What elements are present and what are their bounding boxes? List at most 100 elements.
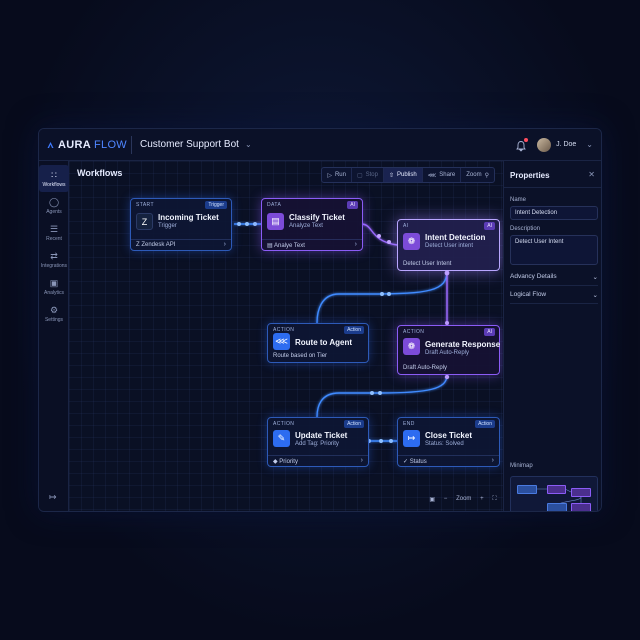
fullscreen-icon[interactable]: ⛶ <box>492 495 497 502</box>
chevron-right-icon: › <box>491 457 494 464</box>
share-icon: ⋘ <box>427 172 437 179</box>
run-button[interactable]: ▷Run <box>322 168 352 182</box>
wire-intent-route <box>316 270 448 324</box>
node-footer[interactable]: Draft Auto-Reply <box>398 363 499 374</box>
node-kind: AI <box>403 223 409 229</box>
node-badge: AI <box>347 201 358 209</box>
node-title: Generate Response <box>425 340 501 349</box>
wire-dot <box>253 222 257 226</box>
node-badge: Action <box>344 420 364 428</box>
chevron-down-icon[interactable]: ⌄ <box>244 140 252 149</box>
sidebar-item-analytics[interactable]: ▣ Analytics <box>39 273 69 300</box>
sidebar-item-label: Integrations <box>40 262 68 269</box>
user-name[interactable]: J. Doe <box>556 141 577 148</box>
aura-logo-icon <box>47 141 54 148</box>
minimap-label: Minimap <box>510 463 533 469</box>
sidebar-item-settings[interactable]: ⚙ Settings <box>39 300 69 327</box>
description-field[interactable]: Detect User Intent <box>510 235 598 265</box>
publish-button[interactable]: ⇧Publish <box>383 168 423 182</box>
sidebar-item-recent[interactable]: ☰ Recent <box>39 219 69 246</box>
chevron-down-icon: ⌄ <box>592 274 598 281</box>
zoom-out-button[interactable]: − <box>443 496 448 502</box>
sidebar-item-agents[interactable]: ◯ Agents <box>39 192 69 219</box>
minimap-node <box>517 485 537 494</box>
node-footer[interactable]: Detect User Intent <box>398 259 499 270</box>
node-intent-detection[interactable]: AI AI ❁ Intent Detection Detect User int… <box>397 219 500 271</box>
project-name[interactable]: Customer Support Bot <box>140 139 239 150</box>
workflow-canvas[interactable]: Workflows ▷Run ▢Stop ⇧Publish ⋘Share Zoo… <box>69 161 503 511</box>
node-incoming-ticket[interactable]: START Trigger Z Incoming Ticket Trigger … <box>130 198 232 251</box>
name-label: Name <box>510 197 527 203</box>
node-footer-label: ▤ Analye Text <box>267 242 305 249</box>
close-icon[interactable]: ✕ <box>588 170 595 179</box>
brand-name: AURA <box>58 138 92 151</box>
node-footer[interactable]: Z Zendesk API › <box>131 239 231 250</box>
node-kind: ACTION <box>273 421 295 427</box>
logical-flow-section[interactable]: Logical Flow ⌄ <box>510 291 598 299</box>
node-footer[interactable]: ✓ Status › <box>398 455 499 466</box>
wire-dot <box>245 222 249 226</box>
name-field[interactable]: Intent Detection <box>510 206 598 220</box>
chevron-down-icon: ⌄ <box>592 292 598 299</box>
sidebar-item-label: Agents <box>46 208 62 215</box>
node-kind: ACTION <box>403 329 425 335</box>
stop-label: Stop <box>365 172 378 178</box>
avatar[interactable] <box>537 137 552 152</box>
advanced-details-section[interactable]: Advancy Details ⌄ <box>510 273 598 281</box>
wire-dot <box>387 292 391 296</box>
wire-dot <box>379 439 383 443</box>
stop-button[interactable]: ▢Stop <box>352 168 384 182</box>
node-footer[interactable]: ◆ Priority › <box>268 455 368 466</box>
node-footer-label: Z Zendesk API <box>136 242 175 248</box>
node-footer-text: Analye Text <box>274 243 305 249</box>
person-icon: ◯ <box>49 196 60 207</box>
share-button[interactable]: ⋘Share <box>423 168 462 182</box>
wire-dot <box>389 439 393 443</box>
node-update-ticket[interactable]: ACTION Action ✎ Update Ticket Add Tag: P… <box>267 417 369 467</box>
node-badge: Action <box>344 326 364 334</box>
node-close-ticket[interactable]: END Action ↦ Close Ticket Status: Solved… <box>397 417 500 467</box>
sidebar-item-integrations[interactable]: ⇄ Integrations <box>39 246 69 273</box>
minimap-node <box>571 488 591 497</box>
node-footer-text: Status <box>409 459 427 465</box>
nodes-icon: ∷ <box>51 169 57 180</box>
node-title: Route to Agent <box>295 338 353 347</box>
magnifier-icon: ⚲ <box>484 172 489 179</box>
run-label: Run <box>334 172 346 178</box>
sidebar-item-label: Settings <box>44 316 64 323</box>
node-classify-ticket[interactable]: DATA AI ▤ Classify Ticket Analyze Text ▤… <box>261 198 363 251</box>
logout-icon[interactable]: ↦ <box>49 492 57 502</box>
canvas-title: Workflows <box>77 168 123 178</box>
section-label: Logical Flow <box>510 291 547 298</box>
node-route-to-agent[interactable]: ACTION Action ⋘ Route to Agent Route bas… <box>267 323 369 363</box>
chart-icon: ▣ <box>49 277 59 288</box>
node-generate-response[interactable]: ACTION AI ❁ Generate Response Draft Auto… <box>397 325 500 375</box>
node-footer[interactable]: ▤ Analye Text › <box>262 239 362 250</box>
brand[interactable]: AURA FLOW <box>47 138 127 152</box>
node-badge: Trigger <box>205 201 227 209</box>
sidebar-item-label: Analytics <box>43 289 64 296</box>
zoom-button[interactable]: Zoom⚲ <box>461 168 494 182</box>
zoom-level-label: Zoom <box>456 496 472 502</box>
node-title: Classify Ticket <box>289 213 345 222</box>
node-footer[interactable]: Route based on Tier <box>268 351 368 362</box>
connection-wires <box>234 222 450 443</box>
bell-icon[interactable] <box>515 137 529 152</box>
minimap[interactable] <box>510 476 598 511</box>
wire-dot <box>387 240 391 244</box>
publish-label: Publish <box>397 172 417 178</box>
zoom-label: Zoom <box>466 172 482 178</box>
pencil-icon: ✎ <box>273 430 290 447</box>
share-label: Share <box>439 172 456 178</box>
user-chevron-down-icon[interactable]: ⌄ <box>586 140 593 149</box>
sidebar-item-label: Workflows <box>42 181 66 188</box>
wire-dot <box>378 391 382 395</box>
zoom-in-button[interactable]: + <box>480 496 484 502</box>
node-subtitle: Add Tag: Priority <box>295 441 339 447</box>
wire-dot <box>445 321 449 325</box>
minimap-node <box>547 485 566 494</box>
wire-dot <box>380 292 384 296</box>
divider <box>510 285 598 286</box>
sidebar-item-workflows[interactable]: ∷ Workflows <box>39 165 69 192</box>
fit-view-icon[interactable]: ▣ <box>429 496 436 503</box>
